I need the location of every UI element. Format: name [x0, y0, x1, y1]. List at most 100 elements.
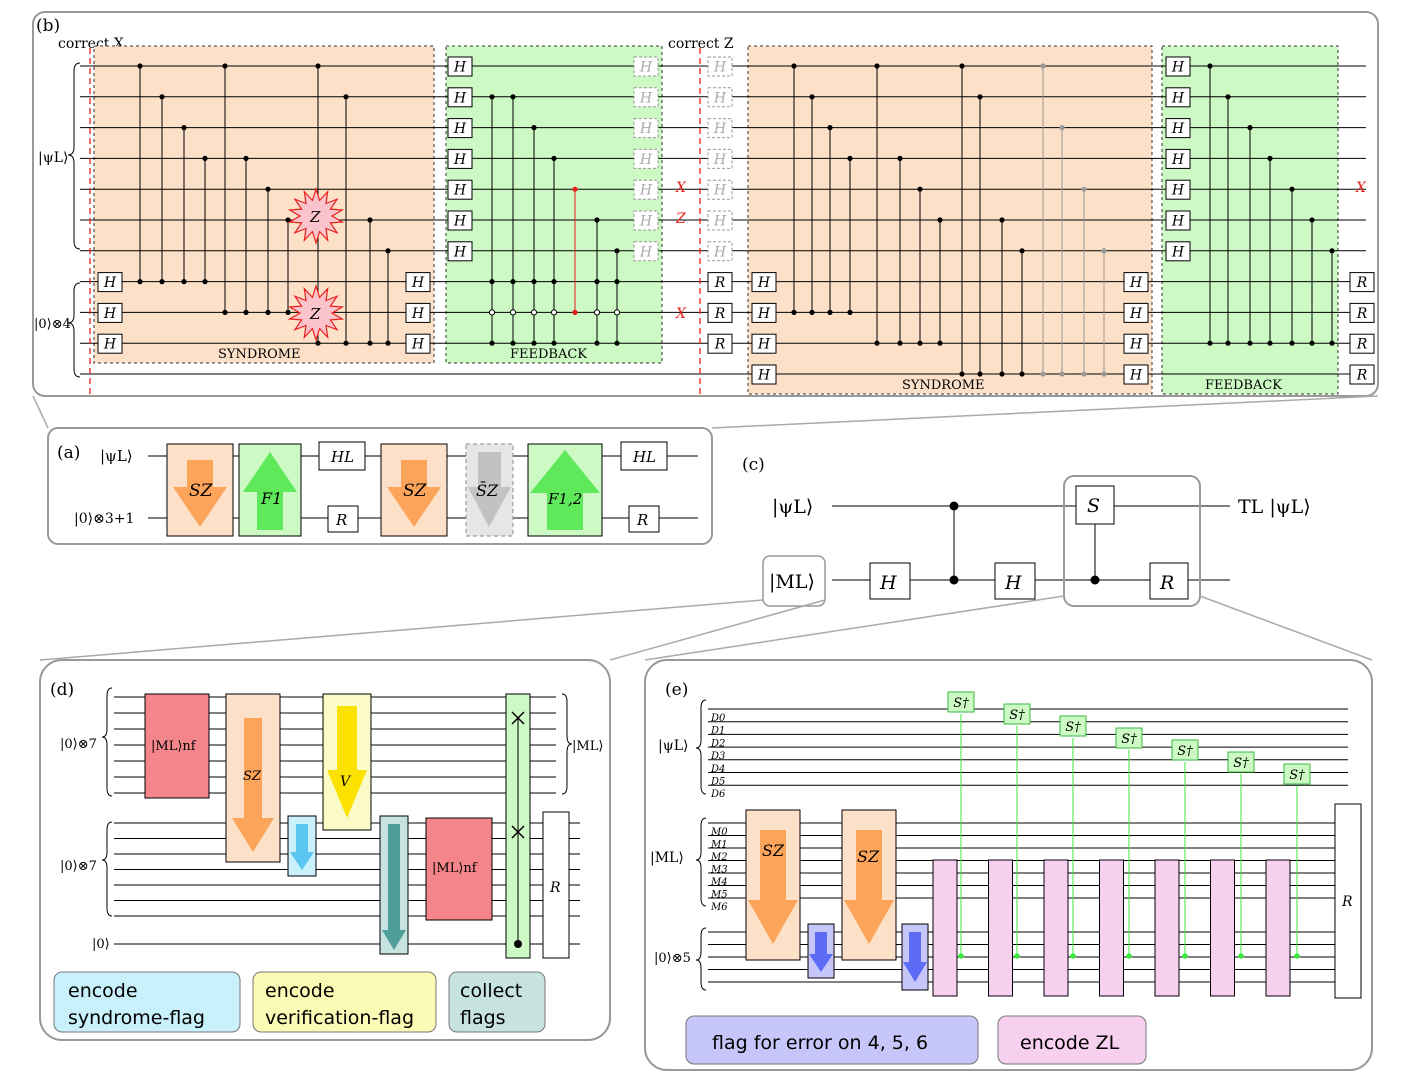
b-h-dashed2-1: H — [707, 87, 733, 108]
z-error-star-2: Z — [287, 284, 345, 342]
b-h-anc-8: H — [97, 302, 123, 323]
svg-text:R: R — [1356, 368, 1368, 384]
e-dlabel-6: D6 — [710, 789, 726, 800]
z-correction: Z — [675, 211, 686, 227]
svg-text:H: H — [713, 60, 727, 76]
svg-text:H: H — [103, 337, 117, 353]
b-h-dashed2-5: H — [707, 210, 733, 231]
svg-text:H: H — [453, 60, 467, 76]
correct-z-label: correct Z — [668, 36, 734, 52]
z-error-star-1: Z — [287, 187, 345, 245]
e-sdagger-gate-3: S† — [1115, 727, 1143, 749]
e-sdagger-ctrl-0 — [958, 953, 964, 959]
a-szbar-label: S̄Z — [476, 479, 499, 500]
svg-text:S†: S† — [1065, 720, 1081, 735]
svg-text:H: H — [1171, 121, 1185, 137]
syndrome-label-2: SYNDROME — [902, 378, 985, 393]
panel-d-label: (d) — [50, 680, 74, 700]
svg-text:H: H — [1171, 183, 1185, 199]
svg-text:S†: S† — [1289, 768, 1305, 783]
a-r-2: R — [636, 511, 648, 529]
b-h-data2-5: H — [1165, 210, 1191, 231]
b-h-dashed-5: H — [633, 210, 659, 231]
e-zl-block-2 — [1043, 859, 1069, 997]
e-sdagger-gate-5: S† — [1227, 751, 1255, 773]
e-mlabel-2: M2 — [710, 852, 728, 863]
svg-text:H: H — [1171, 152, 1185, 168]
b-r-reset-7: R — [707, 272, 733, 293]
e-sz-2: SZ — [857, 847, 880, 866]
b-h-anc-out-9: H — [405, 333, 431, 354]
b-h-anc2-out-10: H — [1123, 364, 1149, 385]
b-h-dashed-4: H — [633, 179, 659, 200]
svg-text:verification-flag: verification-flag — [265, 1007, 414, 1029]
b-h-data-5: H — [447, 210, 473, 231]
svg-text:S†: S† — [1233, 756, 1249, 771]
b-h-data2-2: H — [1165, 118, 1191, 139]
feedback-label-1: FEEDBACK — [510, 347, 587, 362]
svg-text:H: H — [1129, 368, 1143, 384]
svg-text:R: R — [714, 275, 726, 291]
e-dlabel-5: D5 — [710, 777, 725, 788]
svg-text:H: H — [103, 275, 117, 291]
svg-text:Z: Z — [309, 208, 321, 226]
svg-text:H: H — [639, 90, 653, 106]
b-h-anc-out-7: H — [405, 272, 431, 293]
b-h-anc2-10: H — [751, 364, 777, 385]
d-v-label: V — [340, 774, 352, 790]
d-mlnf-2: |ML⟩nf — [432, 861, 478, 876]
svg-text:H: H — [453, 183, 467, 199]
b-h-dashed-6: H — [633, 241, 659, 262]
b-r-reset-9: R — [707, 333, 733, 354]
a-f1-label: F1 — [260, 489, 282, 508]
b-h-data2-4: H — [1165, 179, 1191, 200]
e-dlabel-1: D1 — [710, 726, 725, 737]
e-sdagger-gate-2: S† — [1059, 715, 1087, 737]
svg-text:R: R — [1356, 337, 1368, 353]
svg-text:H: H — [1129, 306, 1143, 322]
a-f12-label: F1,2 — [547, 490, 582, 508]
c-h-1: H — [879, 572, 897, 594]
e-sdagger-ctrl-4 — [1182, 953, 1188, 959]
svg-text:R: R — [1356, 306, 1368, 322]
svg-text:H: H — [411, 275, 425, 291]
svg-text:S†: S† — [1009, 708, 1025, 723]
b-h-anc2-out-8: H — [1123, 302, 1149, 323]
svg-text:S†: S† — [1121, 732, 1137, 747]
panel-c-label: (c) — [742, 455, 765, 475]
b-h-data2-6: H — [1165, 241, 1191, 262]
e-sdagger-ctrl-5 — [1238, 953, 1244, 959]
e-zl-block-1 — [988, 859, 1013, 997]
svg-text:H: H — [639, 60, 653, 76]
syndrome-region-1 — [93, 45, 435, 364]
e-mlabel-3: M3 — [710, 865, 728, 876]
svg-text:H: H — [713, 244, 727, 260]
svg-text:encode: encode — [68, 980, 138, 1002]
svg-text:H: H — [639, 183, 653, 199]
svg-text:H: H — [1129, 275, 1143, 291]
svg-text:H: H — [1171, 90, 1185, 106]
svg-text:H: H — [1171, 244, 1185, 260]
svg-text:H: H — [1129, 337, 1143, 353]
x-correction-1: X — [675, 180, 687, 196]
svg-text:H: H — [757, 368, 771, 384]
c-h-2: H — [1004, 572, 1022, 594]
svg-text:encode: encode — [265, 980, 335, 1002]
x-correction-3: X — [1355, 180, 1367, 196]
b-h-dashed-3: H — [633, 148, 659, 169]
a-hl-2: HL — [632, 448, 656, 466]
d-sz-label: SZ — [243, 769, 262, 784]
svg-text:R: R — [714, 306, 726, 322]
svg-text:R: R — [714, 337, 726, 353]
b-h-data-1: H — [447, 87, 473, 108]
b-h-data-4: H — [447, 179, 473, 200]
svg-text:R: R — [1356, 275, 1368, 291]
b-h-dashed2-3: H — [707, 148, 733, 169]
b-h-dashed2-4: H — [707, 179, 733, 200]
e-zl-block-5 — [1210, 859, 1235, 997]
b-h-anc2-8: H — [751, 302, 777, 323]
b-h-dashed-2: H — [633, 118, 659, 139]
b-h-data-2: H — [447, 118, 473, 139]
d-reg2-label: |0⟩⊗7 — [60, 859, 97, 874]
svg-text:H: H — [453, 214, 467, 230]
